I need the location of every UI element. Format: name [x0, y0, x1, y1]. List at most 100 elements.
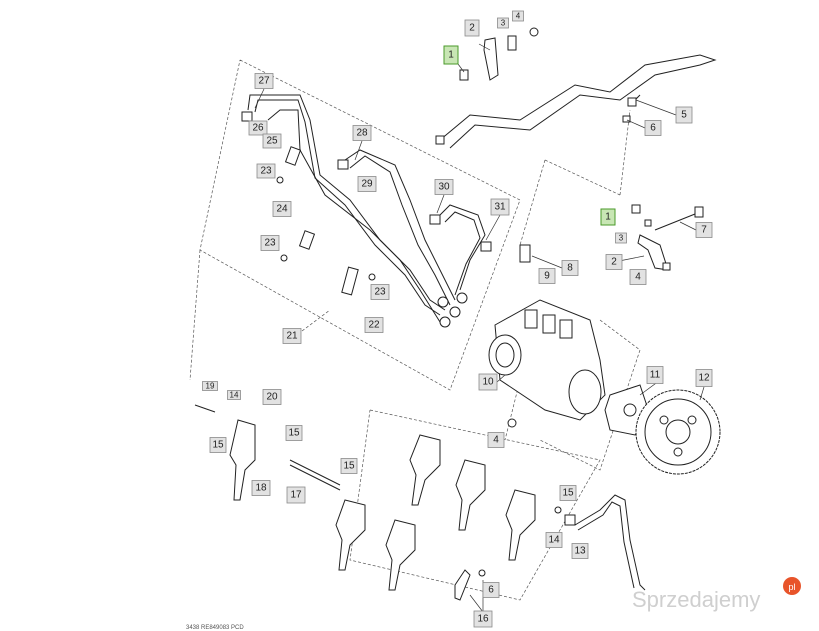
callout-1: 1: [443, 45, 459, 65]
gasket-and-gear: [604, 384, 721, 475]
callout-number: 4: [516, 12, 521, 21]
callout-23: 23: [370, 284, 390, 300]
callout-4: 4: [487, 432, 505, 448]
callout-number: 7: [701, 225, 707, 236]
callout-number: 21: [286, 331, 298, 342]
callout-26: 26: [248, 120, 268, 136]
callout-14: 14: [545, 532, 563, 548]
callout-15: 15: [559, 485, 577, 501]
callout-number: 5: [681, 110, 687, 121]
callout-22: 22: [364, 317, 384, 333]
watermark-text: Sprzedajemy: [632, 587, 760, 612]
callout-number: 15: [343, 461, 355, 472]
watermark-badge-icon: [783, 577, 801, 595]
callout-number: 31: [494, 202, 506, 213]
callout-number: 13: [574, 546, 586, 557]
callout-15: 15: [340, 458, 358, 474]
callout-19: 19: [202, 381, 218, 391]
callout-20: 20: [262, 389, 282, 405]
callout-21: 21: [282, 328, 302, 344]
callout-number: 16: [477, 614, 489, 625]
callout-number: 14: [548, 535, 560, 546]
callout-number: 8: [567, 263, 573, 274]
callout-number: 6: [488, 585, 494, 596]
watermark-badge-text: pl: [788, 582, 795, 592]
callout-6: 6: [482, 582, 500, 598]
callout-number: 9: [544, 271, 550, 282]
callout-17: 17: [286, 486, 306, 504]
callout-number: 1: [605, 212, 611, 223]
callout-13: 13: [571, 543, 589, 559]
callout-24: 24: [272, 201, 292, 217]
callout-12: 12: [695, 369, 713, 387]
watermark: Sprzedajemy pl: [632, 577, 801, 612]
callout-number: 27: [258, 76, 270, 87]
callout-number: 25: [266, 136, 278, 147]
callout-number: 26: [252, 123, 264, 134]
callout-number: 24: [276, 204, 288, 215]
callout-number: 6: [650, 123, 656, 134]
callout-2: 2: [605, 254, 623, 270]
callout-31: 31: [490, 198, 510, 216]
callout-5: 5: [675, 106, 693, 124]
callout-number: 10: [482, 377, 494, 388]
callout-8: 8: [561, 260, 579, 276]
callout-number: 14: [230, 391, 239, 400]
callout-15: 15: [285, 425, 303, 441]
callout-29: 29: [357, 176, 377, 192]
return-fuel-line: [435, 54, 717, 149]
callout-number: 20: [266, 392, 278, 403]
callout-6: 6: [644, 120, 662, 136]
callout-number: 3: [501, 19, 506, 28]
callout-number: 30: [438, 182, 450, 193]
drawing-code: 3438 RE849083 PCD: [186, 625, 244, 631]
callout-28: 28: [352, 125, 372, 141]
callout-number: 2: [469, 23, 475, 34]
injector-pipes: [241, 94, 492, 328]
callout-23: 23: [256, 163, 276, 179]
callout-15: 15: [209, 437, 227, 453]
callout-4: 4: [512, 10, 524, 22]
callout-11: 11: [646, 366, 664, 384]
callout-25: 25: [262, 133, 282, 149]
callout-number: 1: [448, 50, 454, 61]
callout-number: 29: [361, 179, 373, 190]
callout-27: 27: [254, 73, 274, 89]
callout-30: 30: [434, 179, 454, 195]
callout-4: 4: [629, 269, 647, 285]
callout-number: 4: [635, 272, 641, 283]
callout-3: 3: [497, 17, 509, 29]
callout-number: 11: [650, 370, 661, 381]
callout-9: 9: [538, 268, 556, 284]
callout-number: 23: [260, 166, 272, 177]
callout-number: 15: [212, 440, 224, 451]
callout-number: 15: [562, 488, 574, 499]
pump-bracket: [631, 204, 704, 271]
leader-lines: [254, 43, 705, 613]
callout-number: 3: [619, 234, 624, 243]
pipe-clamps: [276, 146, 376, 296]
callout-number: 12: [698, 373, 710, 384]
callout-number: 2: [611, 257, 617, 268]
callout-number: 19: [206, 382, 215, 391]
callout-3: 3: [615, 232, 627, 244]
callout-number: 4: [493, 435, 499, 446]
callout-number: 17: [290, 490, 302, 501]
callout-14: 14: [227, 390, 241, 400]
callout-number: 23: [374, 287, 386, 298]
callout-18: 18: [251, 480, 271, 496]
callout-1: 1: [600, 208, 616, 226]
callout-number: 15: [288, 428, 300, 439]
callout-16: 16: [473, 610, 493, 628]
callout-number: 28: [356, 128, 368, 139]
callout-number: 23: [264, 238, 276, 249]
callout-23: 23: [260, 235, 280, 251]
callout-number: 22: [368, 320, 380, 331]
leak-off-line: [454, 494, 646, 601]
injectors: [194, 404, 536, 591]
callout-2: 2: [464, 19, 480, 37]
injection-pump: [488, 244, 606, 428]
callout-10: 10: [478, 373, 498, 391]
